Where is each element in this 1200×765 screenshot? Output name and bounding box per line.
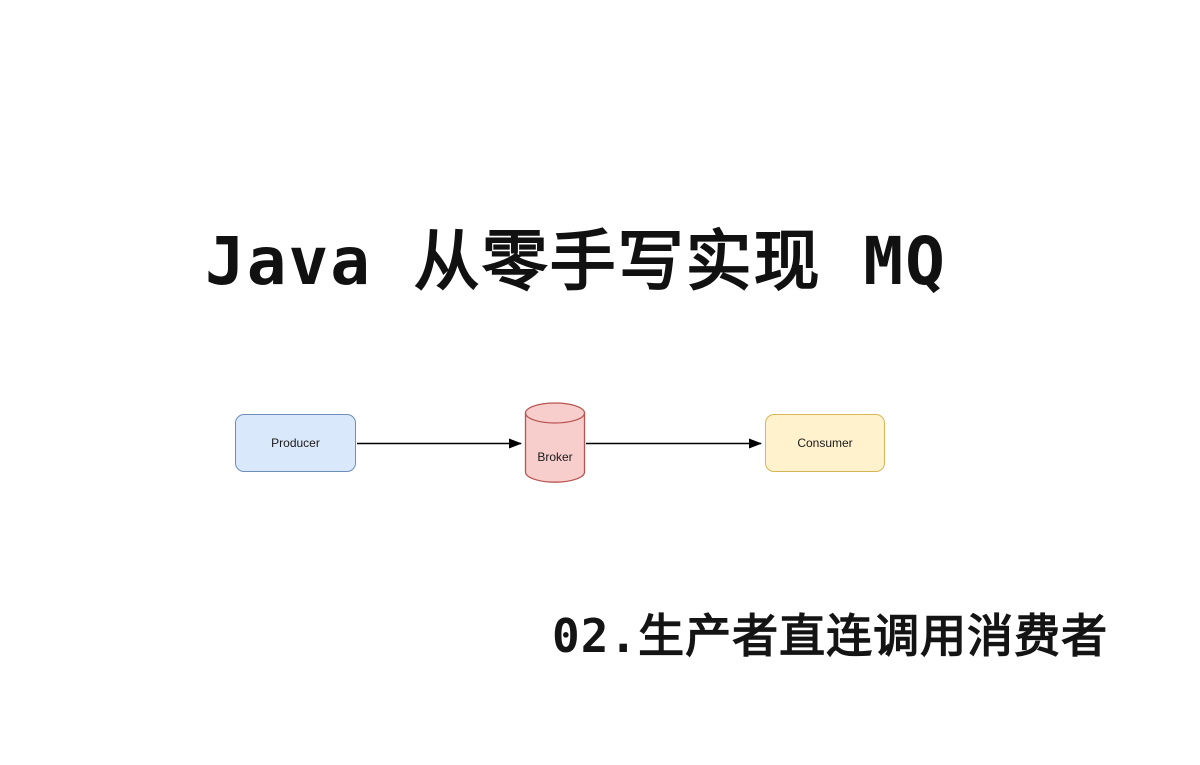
cylinder-body [524, 412, 586, 483]
node-consumer: Consumer [765, 414, 885, 472]
node-consumer-label: Consumer [797, 436, 853, 450]
node-producer: Producer [235, 414, 356, 472]
cylinder-shape [524, 402, 586, 483]
page-title: Java 从零手写实现 MQ [205, 223, 947, 300]
cylinder-top [524, 402, 586, 424]
caption: 02.生产者直连调用消费者 [552, 609, 1109, 663]
node-producer-label: Producer [271, 436, 320, 450]
node-broker-label: Broker [537, 450, 573, 464]
node-broker: Broker [524, 402, 586, 484]
